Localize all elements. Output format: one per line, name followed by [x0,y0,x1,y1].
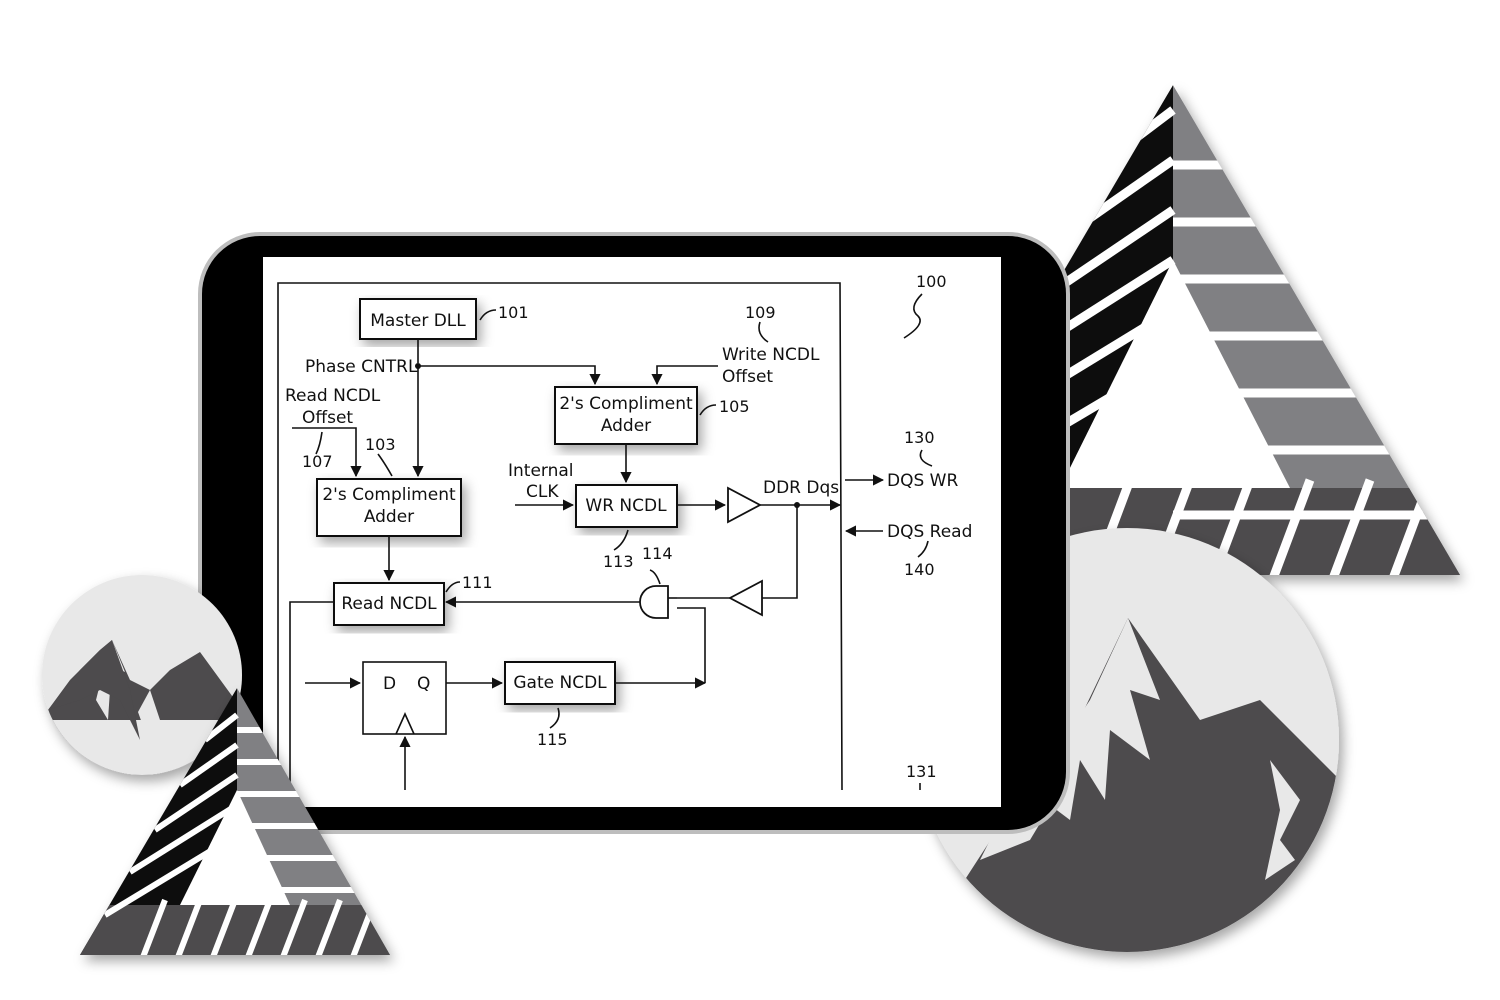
ref-107: 107 [302,452,333,471]
write-offset-label-2: Offset [722,367,773,387]
write-offset-label-1: Write NCDL [722,345,820,365]
ref-140: 140 [904,560,935,579]
read-adder-label-1: 2's Compliment [322,485,456,505]
wr-ncdl-label: WR NCDL [585,496,667,516]
dqs-read-label: DQS Read [887,522,972,542]
write-adder-label-2: Adder [601,416,651,436]
ref-109: 109 [745,303,776,322]
ref-114: 114 [642,544,673,563]
flop-q-label: Q [417,674,430,694]
ref-101: 101 [498,303,529,322]
read-offset-label-1: Read NCDL [285,386,381,406]
read-offset-label-2: Offset [302,408,353,428]
ref-131: 131 [906,762,937,781]
ref-103: 103 [365,435,396,454]
and-gate [640,586,668,618]
d-flip-flop [363,662,446,734]
flop-d-label: D [383,674,396,694]
ref-113: 113 [603,552,634,571]
phase-cntrl-label: Phase CNTRL [305,357,418,377]
master-dll-label: Master DLL [370,311,466,331]
dqs-wr-label: DQS WR [887,471,958,491]
ref-115: 115 [537,730,568,749]
figure-ref-100: 100 [916,272,947,291]
internal-clk-label-1: Internal [508,461,574,481]
read-adder-label-2: Adder [364,507,414,527]
write-adder-label-1: 2's Compliment [559,394,693,414]
internal-clk-label-2: CLK [526,482,559,502]
ref-130: 130 [904,428,935,447]
ref-105: 105 [719,397,750,416]
gate-ncdl-label: Gate NCDL [513,673,607,693]
ddr-dqs-label: DDR Dqs [763,478,839,498]
ref-111: 111 [462,573,493,592]
read-ncdl-label: Read NCDL [341,594,437,614]
